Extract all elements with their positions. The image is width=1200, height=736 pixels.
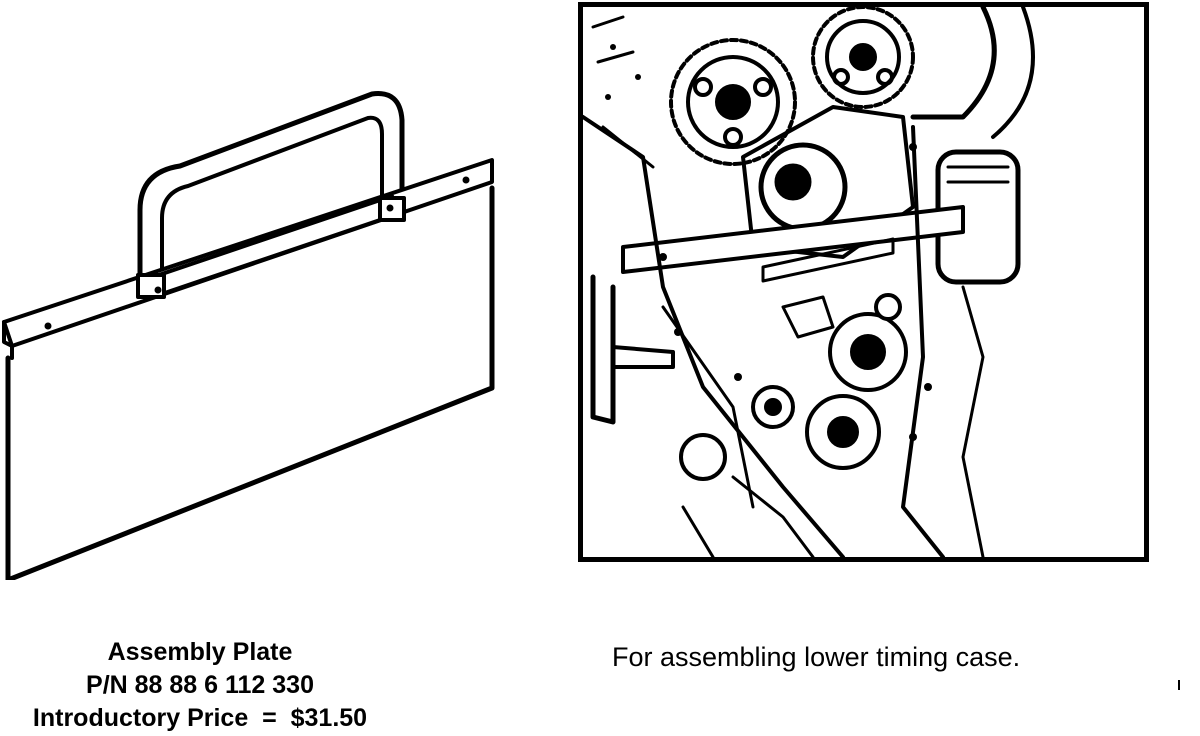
part-number: P/N 88 88 6 112 330 [86, 671, 314, 699]
product-price: Introductory Price = $31.50 [32, 704, 368, 732]
product-title: Assembly Plate [107, 638, 293, 666]
assembly-plate-tool-icon [0, 90, 500, 583]
usage-description: For assembling lower timing case. [612, 642, 1021, 672]
engine-timing-case-icon [578, 2, 1149, 562]
assembly-plate-caption: Assembly Plate P/N 88 88 6 112 330 Intro… [0, 636, 400, 735]
page-mark [1178, 680, 1180, 690]
